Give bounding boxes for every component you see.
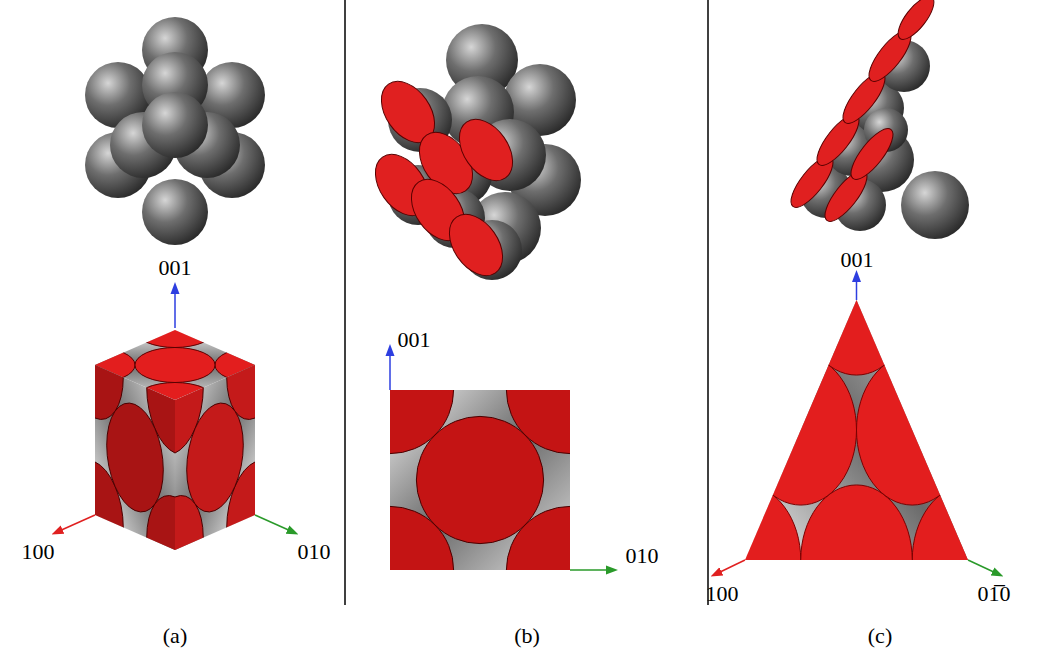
axis-label: 001 <box>159 256 192 280</box>
plane-111-section <box>689 225 1024 635</box>
panel-divider <box>344 0 346 605</box>
plane-100-section <box>326 326 633 633</box>
axis-label: 01̅0 <box>978 582 1011 606</box>
axis-label: 100 <box>22 540 55 564</box>
atom-section <box>416 416 543 543</box>
atom-section <box>438 205 513 286</box>
axis-arrow <box>255 515 293 532</box>
axis-label: 001 <box>398 328 431 352</box>
panel-divider <box>707 0 709 605</box>
cube-right-face <box>147 300 284 616</box>
sphere-cluster <box>85 17 265 245</box>
atom-sections <box>175 365 255 550</box>
atom-section <box>689 485 801 635</box>
atom-section <box>745 355 857 505</box>
atom-sphere <box>142 92 208 158</box>
unit-cell-cube <box>38 288 311 615</box>
axis-arrow <box>389 350 391 390</box>
axis-arrow <box>174 288 176 328</box>
atom-sections <box>95 365 175 550</box>
axis-label: 010 <box>626 544 659 568</box>
axis-label: 100 <box>706 582 739 606</box>
panel-label: (b) <box>514 624 540 648</box>
atom-section <box>912 485 1024 635</box>
atom-sections <box>390 390 570 570</box>
atom-section <box>857 355 969 505</box>
atom-sections <box>784 0 940 227</box>
axis-arrow <box>57 515 95 532</box>
axis-arrow <box>856 276 858 300</box>
cut-sphere-cluster <box>364 24 581 285</box>
atom-section <box>187 392 244 523</box>
axis-label: 010 <box>298 540 331 564</box>
axis-arrow <box>570 569 612 571</box>
atom-section <box>801 485 913 635</box>
atom-section <box>801 225 913 375</box>
atom-section <box>448 110 523 191</box>
atom-sections <box>689 225 1024 635</box>
tilted-cut-cluster <box>784 0 969 239</box>
atom-sphere <box>901 171 969 239</box>
panel-label: (a) <box>163 624 187 648</box>
atom-sphere <box>142 179 208 245</box>
axis-label: 001 <box>841 248 874 272</box>
atom-section <box>892 0 940 45</box>
atom-sections <box>364 72 523 286</box>
atom-section <box>107 392 164 523</box>
atom-section <box>118 340 231 390</box>
axis-arrow <box>716 560 745 574</box>
panel-label: (c) <box>868 624 892 648</box>
atom-section <box>844 123 900 185</box>
axis-arrow <box>968 560 998 574</box>
